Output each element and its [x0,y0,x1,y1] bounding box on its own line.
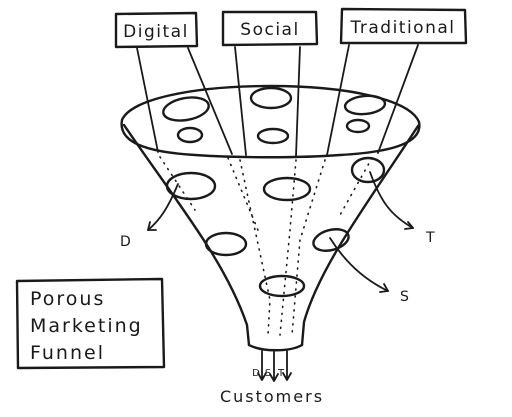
exit-label-s: S [265,368,271,379]
outflow-label-traditional: T [425,230,435,246]
funnel-right-wall [300,124,420,347]
funnel-holes [165,156,386,298]
title-box: Porous Marketing Funnel [15,277,166,370]
channel-box-social: Social [221,10,319,47]
title-line-2: Marketing [30,315,143,337]
outflow-label-social: S [400,289,409,305]
funnel [120,84,421,352]
funnel-spout-bottom [247,343,304,352]
leak-arrow-social: S [329,237,409,305]
title-line-3: Funnel [30,342,105,364]
channel-label-social: Social [240,20,299,40]
outflow-label-digital: D [120,234,131,250]
funnel-left-wall [122,123,251,347]
exit-flows: D S T [252,350,292,382]
channel-label-digital: Digital [123,22,189,42]
leak-arrow-digital: D [120,183,179,250]
internal-flow-dots [159,156,373,336]
channel-label-traditional: Traditional [349,18,455,38]
leak-arrow-traditional: T [369,171,435,246]
title-line-1: Porous [30,288,105,310]
channel-box-digital: Digital [114,11,199,49]
channel-streams [136,44,419,157]
customers-label: Customers [220,387,324,406]
exit-label-t: T [277,368,285,379]
rim-openings [162,86,387,145]
exit-label-d: D [252,368,260,379]
channel-box-traditional: Traditional [339,7,468,45]
